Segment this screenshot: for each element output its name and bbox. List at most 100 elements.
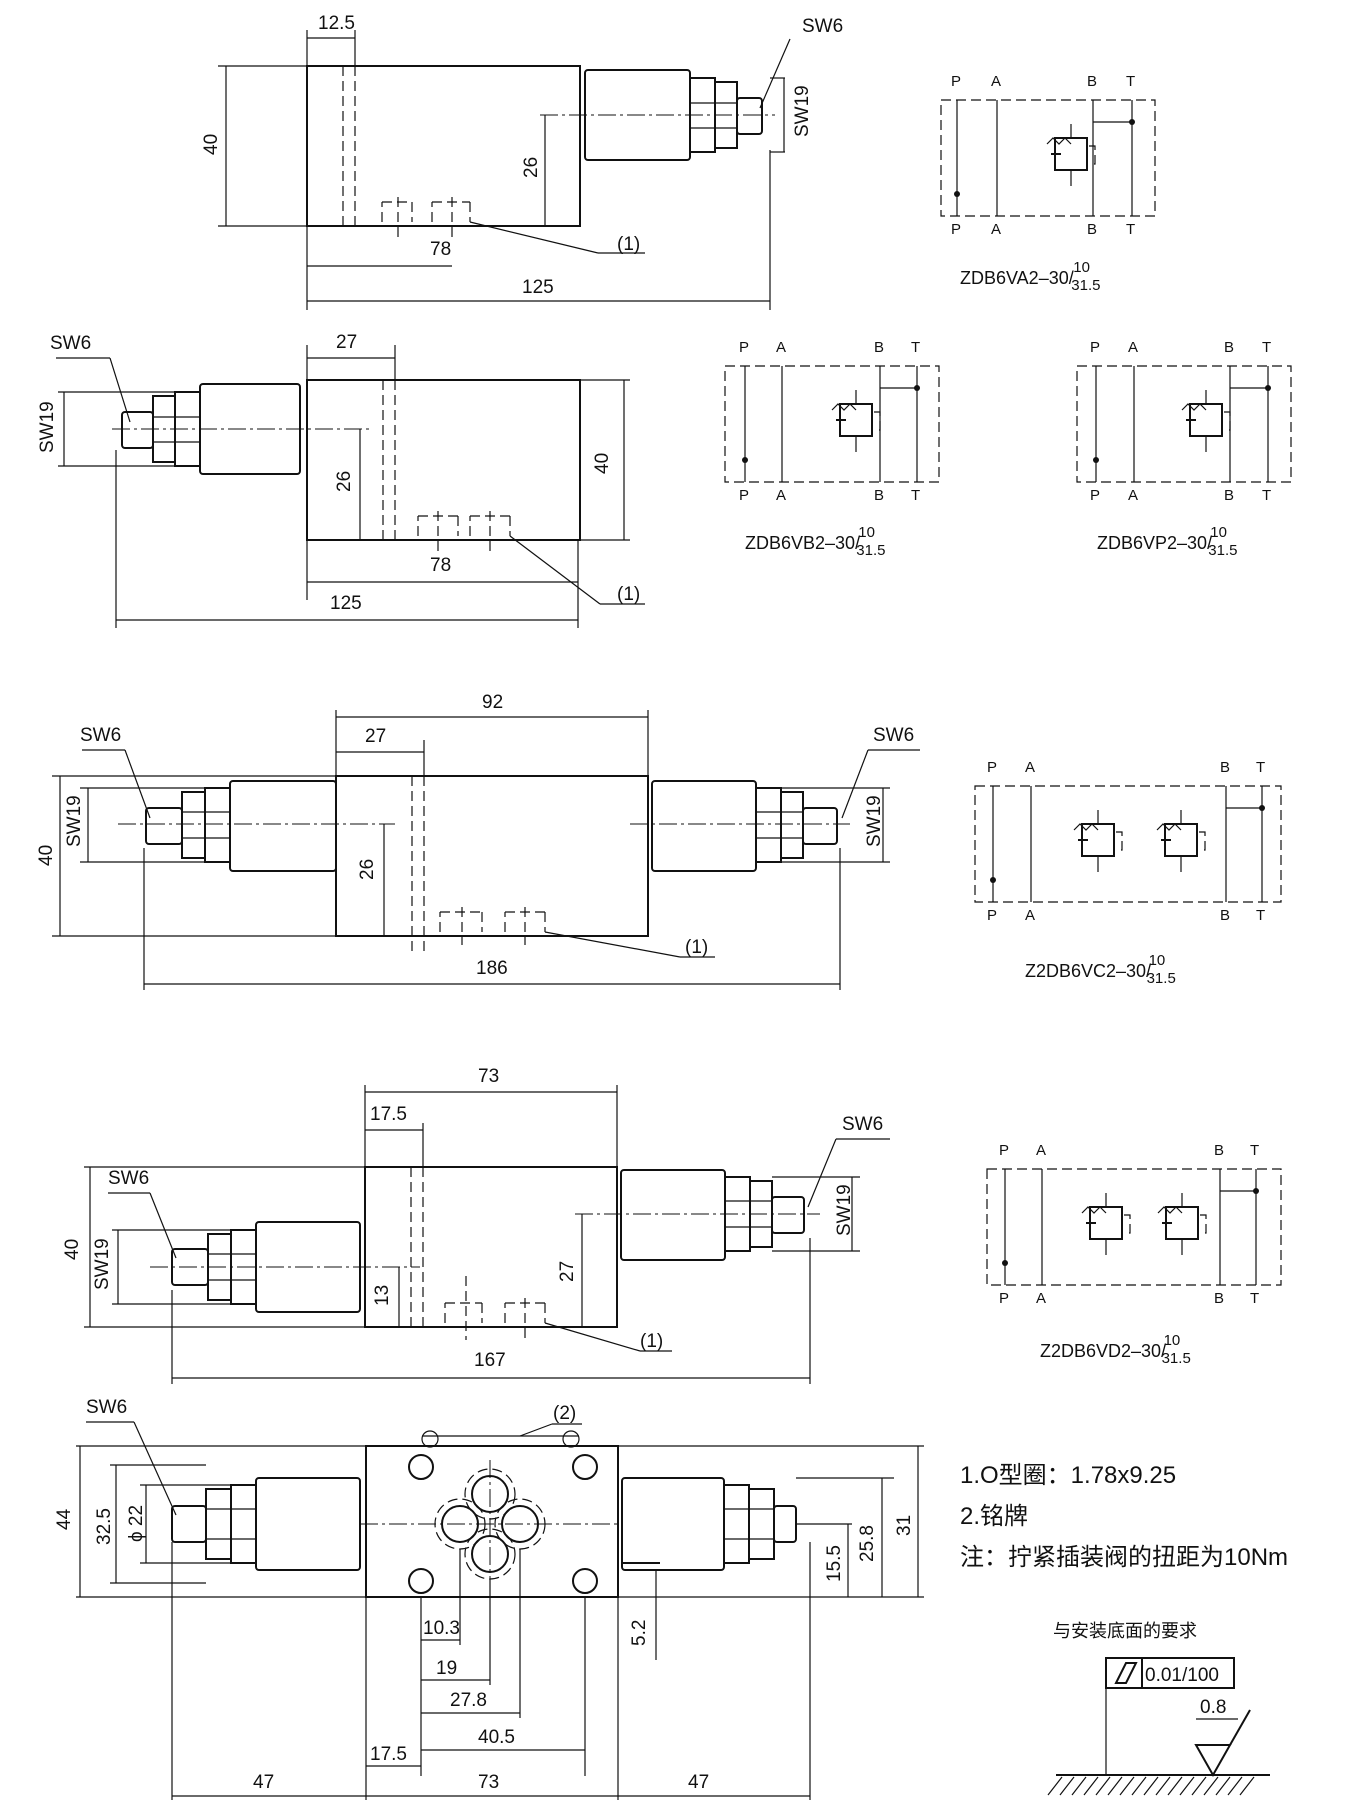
dim-31: 31	[894, 1515, 915, 1536]
model-pressure-sub: 31.5	[1071, 277, 1100, 294]
flatness-value: 0.01/100	[1145, 1665, 1219, 1686]
model-pressure-sub: 31.5	[1162, 1350, 1191, 1367]
port-label-bottom: T	[1250, 1290, 1259, 1307]
port-label-top: P	[739, 339, 749, 356]
hex-nut-right	[723, 1484, 750, 1564]
dim-10-3: 10.3	[423, 1618, 460, 1639]
dim-92: 92	[482, 692, 503, 713]
port-label-bottom: A	[1128, 487, 1138, 504]
note-torque: 注：拧紧插装阀的扭距为10Nm	[960, 1544, 1288, 1571]
ref-1: (1)	[640, 1331, 663, 1352]
label-sw19-left: SW19	[64, 795, 85, 847]
port-label-bottom: A	[991, 221, 1001, 238]
dim-27: 27	[365, 726, 386, 747]
view-z2db6vd2: 73 17.5 SW6 SW6 40 SW19 SW19 13 27 167 (…	[62, 1066, 890, 1384]
label-sw6: SW6	[802, 16, 843, 37]
model-pressure-sup: 10	[1149, 952, 1166, 969]
label-sw6: SW6	[50, 333, 91, 354]
hex-nut-left	[230, 1229, 257, 1305]
port-label-top: A	[1128, 339, 1138, 356]
port-label-top: A	[1025, 759, 1035, 776]
valve-body	[306, 379, 581, 541]
dim-40: 40	[592, 453, 613, 474]
label-sw19: SW19	[37, 401, 58, 453]
dim-44: 44	[54, 1508, 75, 1530]
port-label-top: B	[1224, 339, 1234, 356]
junction-dot	[1265, 385, 1271, 391]
port-label-bottom: P	[951, 221, 961, 238]
spring-icon	[1081, 1206, 1107, 1214]
dim-32-5: 32.5	[94, 1508, 115, 1545]
port-label-top: T	[1256, 759, 1265, 776]
model-pressure-sup: 10	[1210, 524, 1227, 541]
label-sw6-right: SW6	[873, 725, 914, 746]
dim-73: 73	[478, 1772, 499, 1793]
port-label-bottom: B	[1087, 221, 1097, 238]
view-zdb6va2: 12.5 SW6 SW19 40 26 78 125 (1)	[201, 13, 843, 310]
view-mounting-face: SW6 (2) 44 32.5 ϕ 22 31 25.8 15.5 5.2 10…	[54, 1397, 924, 1800]
port-label-top: A	[1036, 1142, 1046, 1159]
dim-26: 26	[334, 471, 355, 492]
flatness-icon	[1114, 1662, 1138, 1684]
dim-40: 40	[201, 134, 222, 155]
dim-78: 78	[430, 239, 451, 260]
port-label-bottom: A	[1036, 1290, 1046, 1307]
symbol-frame	[974, 785, 1282, 903]
label-sw6: SW6	[86, 1397, 127, 1418]
adjust-screw-right	[773, 1505, 797, 1543]
notes: 1.O型圈：1.78x9.25 2.铭牌 注：拧紧插装阀的扭距为10Nm	[960, 1462, 1288, 1571]
model-caption: ZDB6VP2–30/	[1097, 533, 1212, 553]
note-nameplate: 2.铭牌	[960, 1503, 1028, 1530]
surface-requirement: 与安装底面的要求 0.01/100 0.8	[1047, 1621, 1270, 1796]
port-label-top: B	[1087, 73, 1097, 90]
dim-78: 78	[430, 555, 451, 576]
port-label-top: P	[987, 759, 997, 776]
port-label-bottom: T	[911, 487, 920, 504]
symbol-frame	[724, 365, 940, 483]
port-label-bottom: A	[776, 487, 786, 504]
adjust-screw-sw6	[121, 411, 154, 449]
spring-icon	[1046, 137, 1072, 145]
model-pressure-sup: 10	[1164, 1332, 1181, 1349]
port-label-bottom: T	[1126, 221, 1135, 238]
model-caption: Z2DB6VC2–30/	[1025, 961, 1151, 981]
port-label-bottom: P	[739, 487, 749, 504]
port-label-top: A	[776, 339, 786, 356]
model-pressure-sub: 31.5	[856, 542, 885, 559]
junction-dot	[1259, 805, 1265, 811]
model-pressure-sub: 31.5	[1147, 970, 1176, 987]
port-label-top: T	[1126, 73, 1135, 90]
port-label-top: B	[1220, 759, 1230, 776]
model-pressure-sup: 10	[858, 524, 875, 541]
ref-1: (1)	[685, 937, 708, 958]
spring-icon	[1156, 823, 1182, 831]
label-sw6-left: SW6	[80, 725, 121, 746]
junction-dot	[1129, 119, 1135, 125]
symbol-frame	[940, 99, 1156, 217]
dim-17-5: 17.5	[370, 1744, 407, 1765]
port-label-bottom: P	[1090, 487, 1100, 504]
model-caption: ZDB6VA2–30/	[960, 268, 1074, 288]
junction-dot	[914, 385, 920, 391]
label-sw19-right: SW19	[864, 795, 885, 847]
surface-hatching	[1047, 1776, 1255, 1796]
spring-icon	[1073, 823, 1099, 831]
dim-26: 26	[521, 157, 542, 178]
valve-body	[306, 65, 581, 227]
junction-dot	[990, 877, 996, 883]
dim-5-2: 5.2	[629, 1620, 650, 1646]
port-label-bottom: A	[1025, 907, 1035, 924]
hex-nut-right	[755, 787, 782, 863]
surface-title: 与安装底面的要求	[1053, 1621, 1197, 1641]
model-pressure-sup: 10	[1073, 259, 1090, 276]
port-label-bottom: T	[1262, 487, 1271, 504]
hex-nut-left	[230, 1484, 257, 1564]
adjust-screw-right	[771, 1196, 805, 1234]
port-label-top: A	[991, 73, 1001, 90]
roughness-value: 0.8	[1200, 1697, 1226, 1718]
cartridge-right	[621, 1477, 725, 1571]
cartridge-right	[620, 1169, 726, 1261]
